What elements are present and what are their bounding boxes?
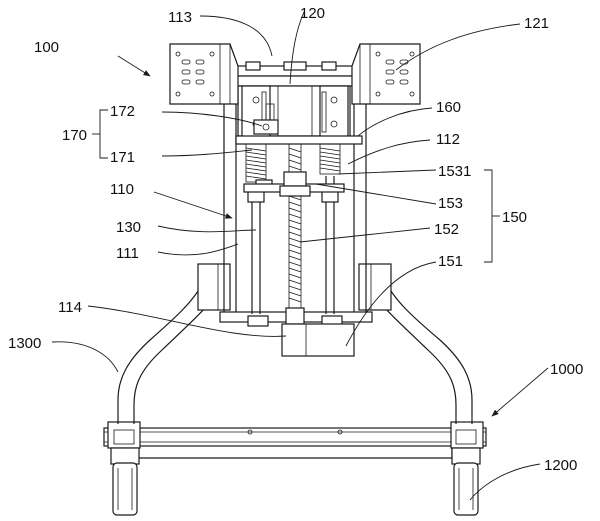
caster-left xyxy=(110,447,140,516)
top-carriage xyxy=(233,61,363,145)
label-150: 150 xyxy=(502,209,527,226)
curved-legs xyxy=(117,263,473,424)
label-1000: 1000 xyxy=(550,361,583,378)
label-151: 151 xyxy=(438,253,463,270)
label-121: 121 xyxy=(524,15,549,32)
side-plate-right xyxy=(351,43,421,105)
label-170: 170 xyxy=(62,127,87,144)
label-1531: 1531 xyxy=(438,163,471,180)
label-172: 172 xyxy=(110,103,135,120)
label-110: 110 xyxy=(110,181,134,198)
label-160: 160 xyxy=(436,99,461,116)
label-1300: 1300 xyxy=(8,335,41,352)
label-152: 152 xyxy=(434,221,459,238)
base-frame xyxy=(103,421,487,460)
reference-numerals: 100 113 120 121 170 172 171 160 112 110 … xyxy=(8,5,583,474)
leader-lines xyxy=(51,11,549,501)
label-brackets xyxy=(92,109,500,263)
label-111: 111 xyxy=(116,245,139,262)
label-171: 171 xyxy=(110,149,135,166)
label-120: 120 xyxy=(300,5,325,22)
label-100: 100 xyxy=(34,39,59,56)
label-114: 114 xyxy=(58,299,82,316)
lead-screw xyxy=(288,143,302,311)
label-153: 153 xyxy=(438,195,463,212)
nut-slider xyxy=(243,171,345,197)
motor xyxy=(281,307,355,357)
caster-right xyxy=(451,447,481,516)
label-130: 130 xyxy=(116,219,141,236)
label-113: 113 xyxy=(168,9,192,26)
label-1200: 1200 xyxy=(544,457,577,474)
spring-right xyxy=(319,143,341,175)
side-plate-left xyxy=(169,43,239,105)
spring-left xyxy=(245,143,267,183)
label-112: 112 xyxy=(436,131,460,148)
